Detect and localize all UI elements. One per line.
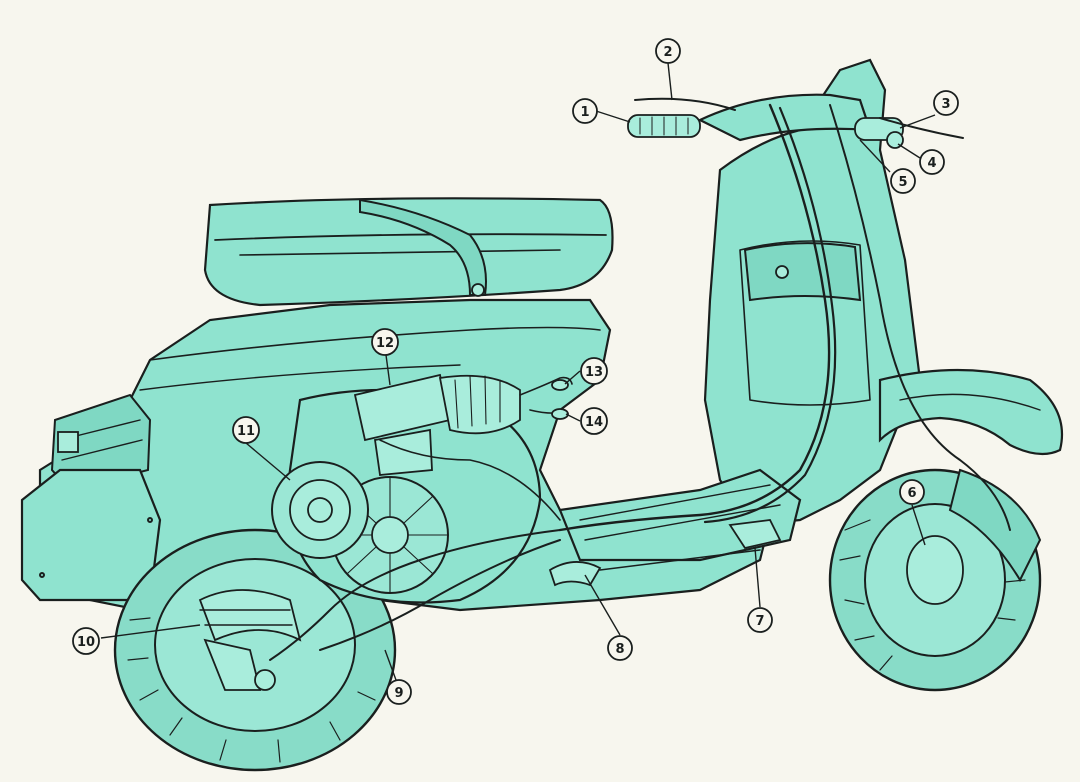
callout-6: 6 <box>899 479 925 505</box>
callout-13: 13 <box>580 357 608 385</box>
callout-1: 1 <box>572 98 598 124</box>
callout-label-4: 4 <box>927 156 936 171</box>
flywheel-magneto <box>271 461 369 559</box>
rear-lamp <box>50 393 152 492</box>
callout-10: 10 <box>72 627 100 655</box>
rear-side-panel <box>20 468 162 602</box>
callout-leaders <box>100 62 936 681</box>
callout-label-8: 8 <box>615 642 624 657</box>
callout-12: 12 <box>371 328 399 356</box>
callout-label-6: 6 <box>907 486 916 501</box>
callout-label-10: 10 <box>77 635 95 650</box>
callout-8: 8 <box>607 635 633 661</box>
seat <box>203 197 614 307</box>
callout-7: 7 <box>747 607 773 633</box>
callout-9: 9 <box>386 679 412 705</box>
control-cables <box>269 103 1011 661</box>
callout-label-5: 5 <box>898 175 907 190</box>
callout-2: 2 <box>655 38 681 64</box>
callout-label-7: 7 <box>755 614 764 629</box>
front-fender <box>878 368 1064 456</box>
rear-brake-assembly <box>198 589 302 691</box>
callout-4: 4 <box>919 149 945 175</box>
callout-label-2: 2 <box>663 45 672 60</box>
callout-label-11: 11 <box>237 424 255 439</box>
callout-3: 3 <box>933 90 959 116</box>
callout-label-3: 3 <box>941 97 950 112</box>
brake-pedal <box>728 519 782 550</box>
callout-11: 11 <box>232 416 260 444</box>
callout-5: 5 <box>890 168 916 194</box>
front-wheel <box>828 468 1042 692</box>
handlebar <box>627 93 964 149</box>
gear-pedal <box>548 561 602 587</box>
carburetor <box>353 373 521 476</box>
callout-label-14: 14 <box>585 415 603 430</box>
callout-14: 14 <box>580 407 608 435</box>
callout-label-9: 9 <box>394 686 403 701</box>
callout-label-1: 1 <box>580 105 589 120</box>
callout-label-13: 13 <box>585 365 603 380</box>
floorboard <box>558 468 802 562</box>
callout-label-12: 12 <box>376 336 394 351</box>
